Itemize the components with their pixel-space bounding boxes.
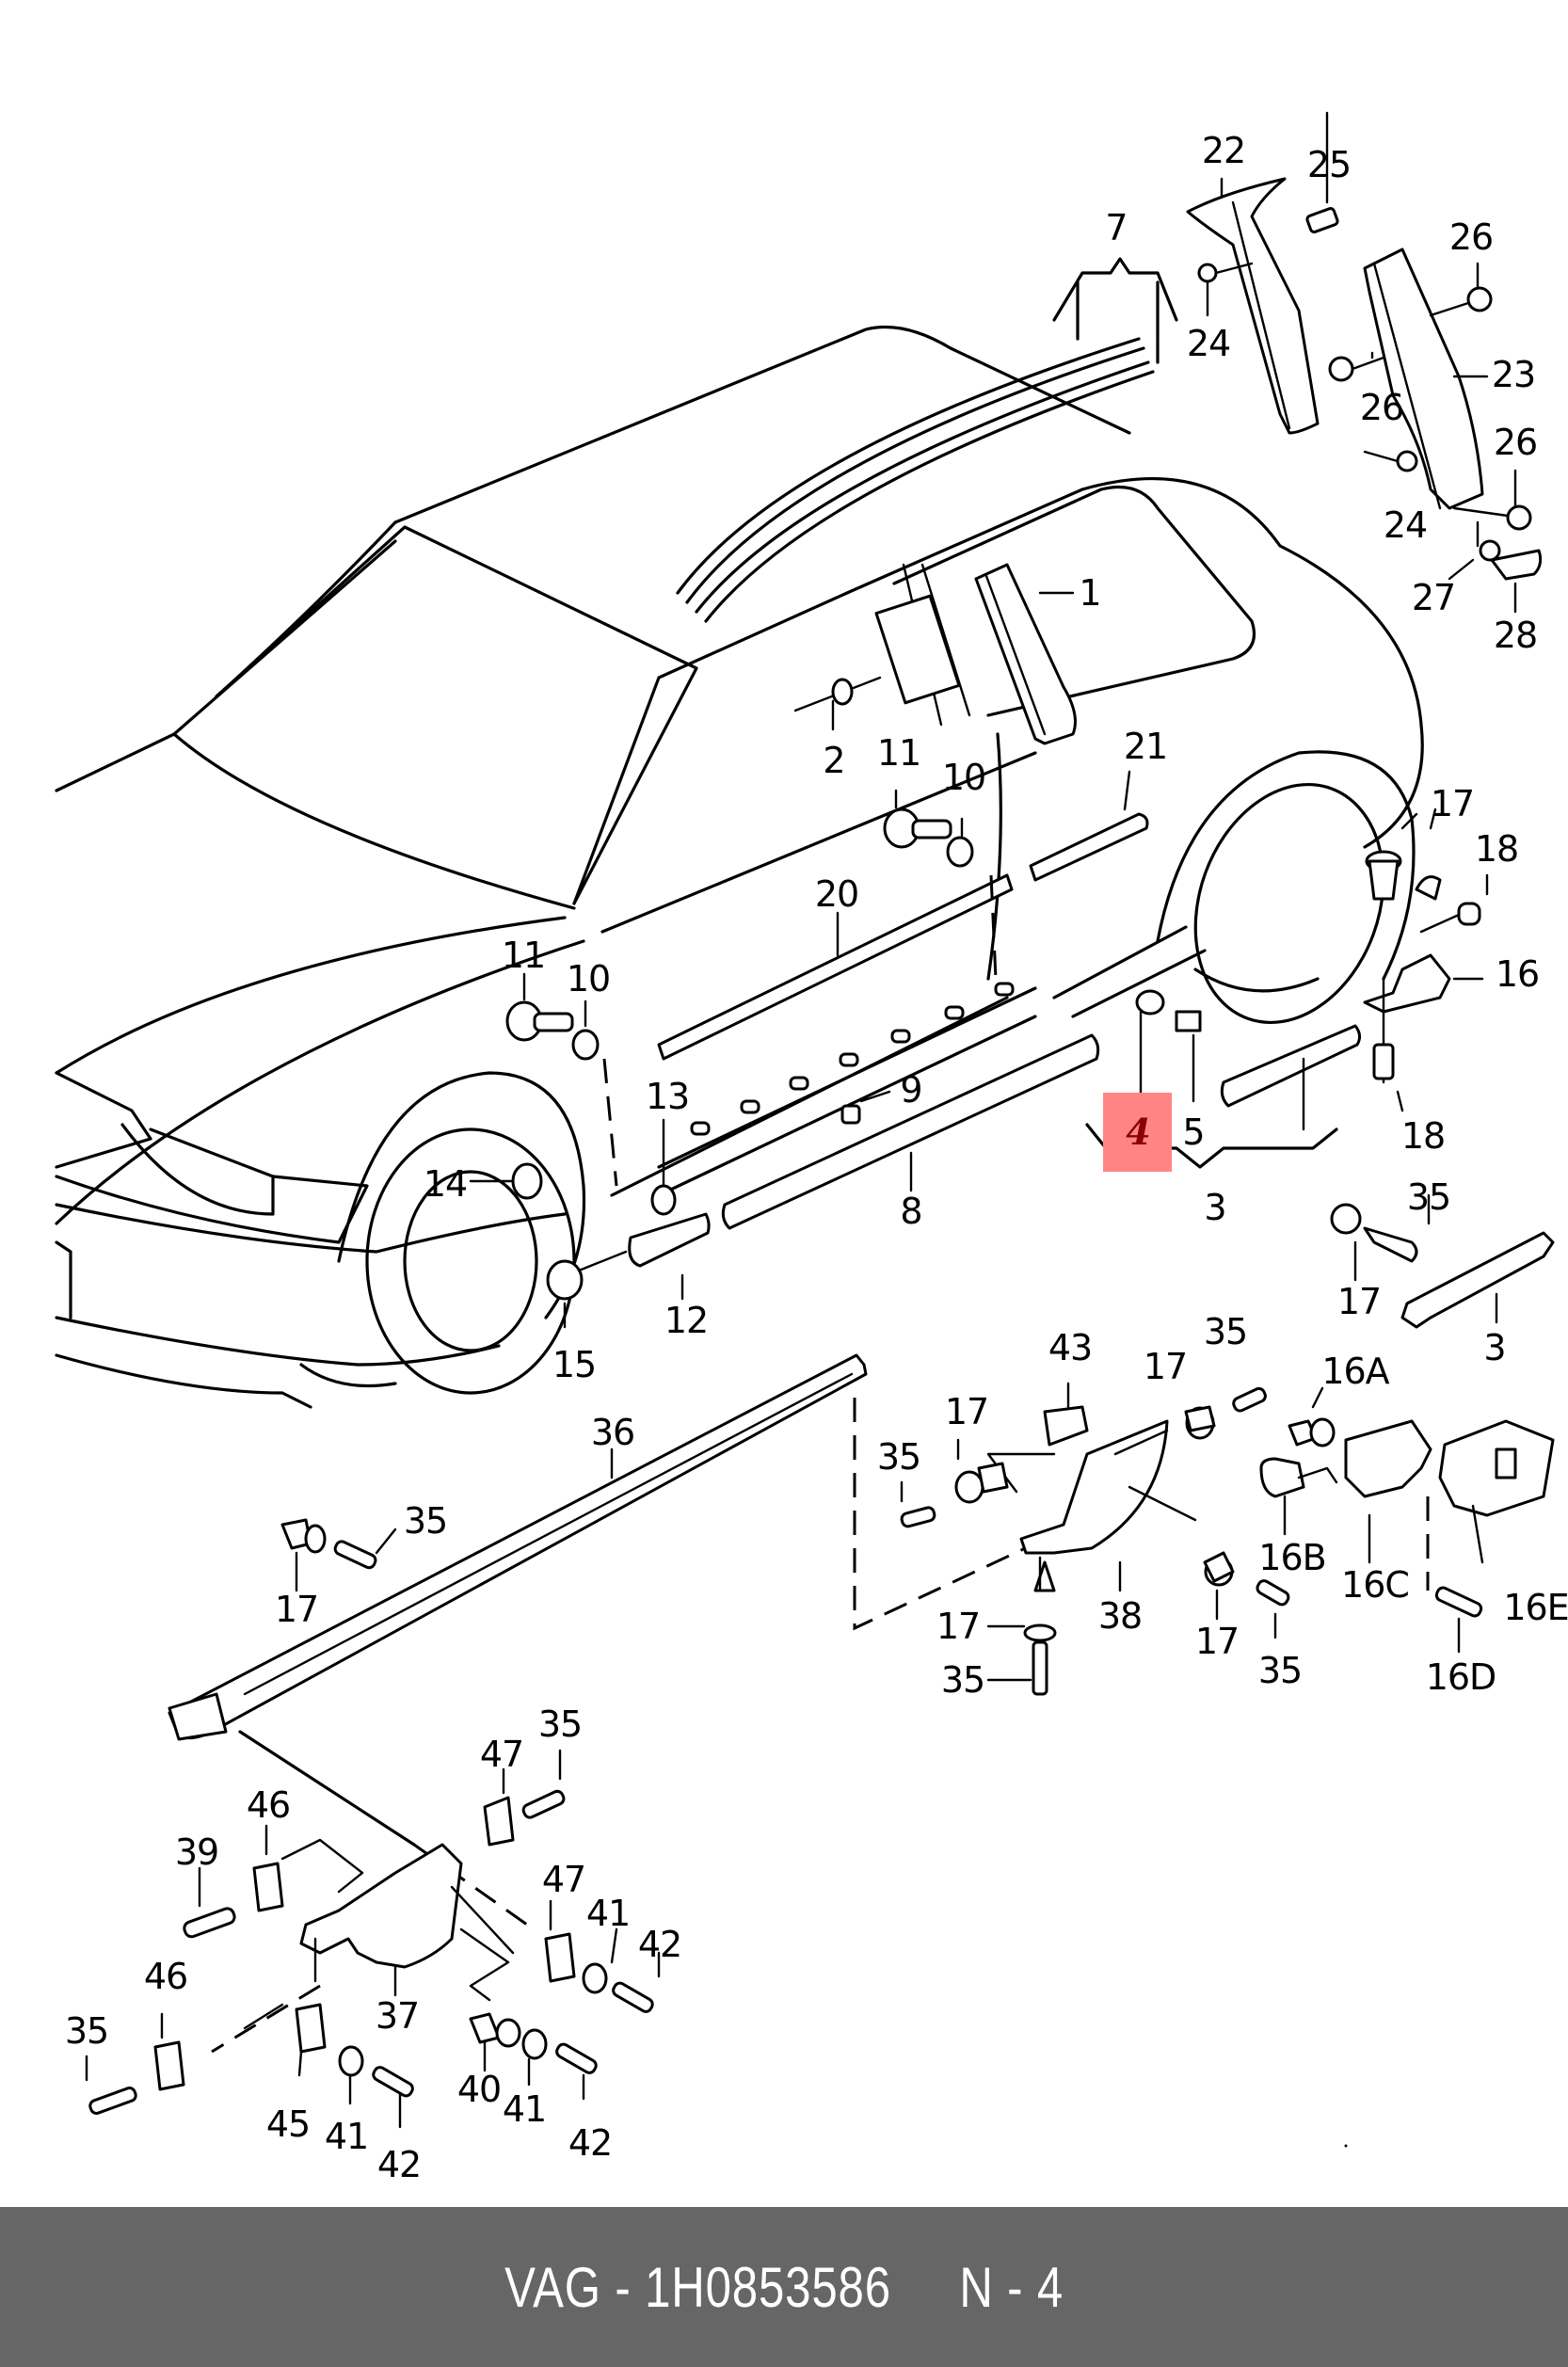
callout-15[interactable]: 15 xyxy=(552,1344,597,1385)
stray-dots xyxy=(1344,2144,1348,2148)
callout-24[interactable]: 24 xyxy=(1186,323,1231,364)
callout-35[interactable]: 35 xyxy=(64,2010,109,2052)
callout-9[interactable]: 9 xyxy=(900,1069,922,1111)
part-number-footer: VAG - 1H0853586 N - 4 xyxy=(0,2207,1568,2367)
callout-20[interactable]: 20 xyxy=(814,873,859,915)
callout-35[interactable]: 35 xyxy=(1406,1176,1451,1218)
pillar-trim-22 xyxy=(1186,177,1320,435)
callout-35[interactable]: 35 xyxy=(1203,1311,1248,1352)
callout-1[interactable]: 1 xyxy=(1079,572,1101,614)
callout-16C[interactable]: 16C xyxy=(1341,1564,1410,1606)
callout-4-highlighted[interactable]: 4 xyxy=(1126,1111,1150,1153)
callout-11[interactable]: 11 xyxy=(501,935,546,976)
roof-rail-moulding xyxy=(676,257,1178,623)
callout-41[interactable]: 41 xyxy=(324,2116,369,2157)
line-art xyxy=(55,111,1555,2148)
sill-trim-36 xyxy=(168,1353,1036,1741)
callout-27[interactable]: 27 xyxy=(1411,577,1456,618)
callout-25[interactable]: 25 xyxy=(1306,144,1352,185)
callout-35[interactable]: 35 xyxy=(537,1703,583,1745)
callout-39[interactable]: 39 xyxy=(174,1831,219,1873)
callout-18[interactable]: 18 xyxy=(1400,1115,1446,1157)
callout-21[interactable]: 21 xyxy=(1123,726,1168,767)
callout-41[interactable]: 41 xyxy=(585,1893,631,1934)
splash-guard-38 xyxy=(900,1382,1290,1696)
callout-16A[interactable]: 16A xyxy=(1321,1351,1389,1392)
callout-47[interactable]: 47 xyxy=(541,1859,586,1900)
callout-36[interactable]: 36 xyxy=(590,1412,635,1453)
callout-26[interactable]: 26 xyxy=(1493,422,1538,463)
callout-26[interactable]: 26 xyxy=(1448,216,1494,258)
callout-45[interactable]: 45 xyxy=(265,2103,311,2145)
callout-5[interactable]: 5 xyxy=(1182,1112,1205,1153)
callout-42[interactable]: 42 xyxy=(637,1924,682,1965)
bolt-washer-door xyxy=(883,789,998,980)
end-cap-12 xyxy=(469,1118,711,1329)
callout-7[interactable]: 7 xyxy=(1105,207,1128,248)
bracket-16-assembly xyxy=(1259,1386,1555,1654)
callout-35[interactable]: 35 xyxy=(940,1659,985,1701)
car-body-outline xyxy=(55,325,1424,1409)
door-moulding-21 xyxy=(1029,770,1149,882)
callout-11[interactable]: 11 xyxy=(876,732,921,774)
rear-sill-assembly xyxy=(1052,808,1489,1169)
callout-24[interactable]: 24 xyxy=(1383,504,1428,546)
exploded-parts-diagram: 22 25 7 26 24 23 26 26 24 1 27 28 2 11 1… xyxy=(55,111,1568,2185)
callout-35[interactable]: 35 xyxy=(876,1436,921,1478)
callout-42[interactable]: 42 xyxy=(568,2122,613,2164)
callout-47[interactable]: 47 xyxy=(479,1734,524,1775)
callout-16[interactable]: 16 xyxy=(1495,953,1540,995)
callout-35[interactable]: 35 xyxy=(403,1500,448,1542)
callout-17[interactable]: 17 xyxy=(1430,783,1475,824)
callout-10[interactable]: 10 xyxy=(941,757,986,798)
callout-18[interactable]: 18 xyxy=(1474,828,1519,870)
callout-10[interactable]: 10 xyxy=(566,958,611,1000)
callout-3[interactable]: 3 xyxy=(1204,1187,1226,1228)
callout-16D[interactable]: 16D xyxy=(1425,1656,1497,1698)
callout-42[interactable]: 42 xyxy=(376,2144,422,2185)
highlighted-part-box xyxy=(1103,1093,1172,1172)
callout-22[interactable]: 22 xyxy=(1201,130,1246,171)
callout-23[interactable]: 23 xyxy=(1491,354,1536,395)
callout-38[interactable]: 38 xyxy=(1097,1595,1143,1637)
callout-43[interactable]: 43 xyxy=(1048,1327,1093,1368)
callout-17[interactable]: 17 xyxy=(1336,1281,1382,1322)
callout-16E[interactable]: 16E xyxy=(1503,1587,1568,1628)
pillar-fasteners xyxy=(1197,111,1543,614)
callout-28[interactable]: 28 xyxy=(1493,615,1538,656)
callout-8[interactable]: 8 xyxy=(900,1191,922,1232)
callout-17[interactable]: 17 xyxy=(274,1589,319,1630)
callout-17[interactable]: 17 xyxy=(944,1391,989,1432)
callout-40[interactable]: 40 xyxy=(456,2069,502,2110)
bolt-washer-front xyxy=(505,972,618,1187)
callout-26[interactable]: 26 xyxy=(1359,387,1404,428)
callout-3[interactable]: 3 xyxy=(1483,1327,1506,1368)
callout-2[interactable]: 2 xyxy=(823,740,845,781)
callout-17[interactable]: 17 xyxy=(936,1606,981,1647)
callout-35[interactable]: 35 xyxy=(1257,1650,1303,1691)
sill-moulding-8 xyxy=(657,982,1100,1230)
callout-46[interactable]: 46 xyxy=(143,1956,188,1997)
part-number-label: VAG - 1H0853586 N - 4 xyxy=(504,2255,1064,2319)
callout-16B[interactable]: 16B xyxy=(1258,1537,1326,1578)
trim-panel-1 xyxy=(793,563,1077,745)
bracket-37-assembly xyxy=(85,1730,661,2129)
callout-17[interactable]: 17 xyxy=(1194,1621,1240,1662)
callout-17[interactable]: 17 xyxy=(1143,1346,1188,1387)
door-moulding-20 xyxy=(657,873,1014,1061)
callout-14[interactable]: 14 xyxy=(423,1163,468,1205)
callout-13[interactable]: 13 xyxy=(645,1076,690,1117)
callout-37[interactable]: 37 xyxy=(375,1995,420,2037)
callout-41[interactable]: 41 xyxy=(502,2088,547,2130)
clip-fastener-left xyxy=(280,1518,397,1592)
callout-12[interactable]: 12 xyxy=(664,1300,709,1341)
pillar-trim-23 xyxy=(1363,248,1489,510)
moulding-3-detail xyxy=(1330,1193,1555,1329)
callout-46[interactable]: 46 xyxy=(246,1784,291,1826)
